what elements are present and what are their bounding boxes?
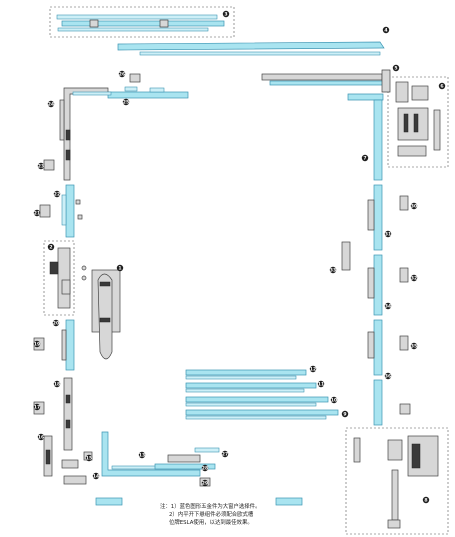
svg-text:2: 2 [49, 245, 52, 251]
callout-badges: 3 4 5 6 7 26 25 24 23 22 21 2 1 20 19 18… [34, 10, 446, 504]
svg-text:9: 9 [343, 412, 346, 418]
callout-6: 6 [438, 82, 446, 90]
svg-text:22: 22 [54, 192, 60, 198]
svg-text:20: 20 [53, 321, 59, 327]
footnote: 注：1）蓝色图形五金件为大窗户选择件。 2）内平开下悬组件必须配合欧式槽 位牌E… [160, 503, 260, 527]
svg-text:25: 25 [123, 100, 129, 106]
callout-14: 14 [93, 472, 99, 480]
part-center-bars [185, 369, 339, 420]
callout-10: 10 [331, 396, 337, 404]
callout-24: 24 [48, 100, 54, 108]
callout-35: 35 [411, 342, 417, 350]
svg-text:33: 33 [330, 268, 336, 274]
svg-text:30: 30 [411, 204, 417, 210]
callout-9: 9 [341, 410, 349, 418]
callout-21: 21 [34, 209, 40, 217]
svg-text:15: 15 [86, 456, 92, 462]
callout-15: 15 [86, 454, 92, 462]
callout-8: 8 [422, 496, 430, 504]
callout-16: 16 [38, 433, 44, 441]
footnote-line-2: 2）内平开下悬组件必须配合欧式槽 [169, 512, 254, 518]
part-stay-bar [261, 69, 391, 101]
svg-text:27: 27 [222, 452, 228, 458]
callout-13: 13 [139, 451, 145, 459]
callout-1: 1 [116, 264, 124, 272]
part-window-handle [81, 265, 121, 360]
svg-text:4: 4 [384, 28, 387, 34]
part-bottom-small [95, 447, 303, 506]
callout-11: 11 [318, 380, 324, 388]
callout-36: 36 [385, 372, 391, 380]
svg-text:24: 24 [48, 102, 54, 108]
svg-text:5: 5 [394, 66, 397, 72]
callout-27: 27 [222, 450, 228, 458]
callout-19: 19 [34, 340, 40, 348]
callout-3: 3 [222, 10, 230, 18]
svg-text:32: 32 [411, 276, 417, 282]
callout-5: 5 [392, 64, 400, 72]
svg-text:18: 18 [54, 382, 60, 388]
footnote-line-3: 位牌ESLA使用，以达到最佳效果。 [169, 520, 253, 526]
svg-text:8: 8 [424, 498, 427, 504]
svg-text:28: 28 [202, 466, 208, 472]
svg-text:14: 14 [93, 474, 99, 480]
part-tilt-assembly [353, 435, 439, 529]
part-right-column [341, 99, 411, 426]
part-left-column [39, 159, 83, 238]
svg-text:10: 10 [331, 398, 337, 404]
callout-28: 28 [202, 464, 208, 472]
svg-text:19: 19 [34, 342, 40, 348]
callout-23: 23 [38, 162, 44, 170]
callout-22: 22 [54, 190, 60, 198]
svg-text:7: 7 [363, 156, 366, 162]
callout-34: 34 [385, 302, 391, 310]
svg-text:34: 34 [385, 304, 391, 310]
callout-2: 2 [47, 243, 55, 251]
group-box-right [387, 76, 449, 168]
svg-text:12: 12 [310, 367, 316, 373]
callout-33: 33 [330, 266, 336, 274]
callout-12: 12 [310, 365, 316, 373]
svg-text:17: 17 [34, 405, 40, 411]
callout-20: 20 [53, 319, 59, 327]
callout-25: 25 [123, 98, 129, 106]
callout-31: 31 [385, 230, 391, 238]
part-long-top-bar [117, 41, 385, 56]
callout-17: 17 [34, 403, 40, 411]
footnote-line-1: 注：1）蓝色图形五金件为大窗户选择件。 [160, 504, 261, 510]
svg-text:23: 23 [38, 164, 44, 170]
svg-text:6: 6 [440, 84, 443, 90]
svg-text:11: 11 [318, 382, 324, 388]
svg-text:16: 16 [38, 435, 44, 441]
svg-text:1: 1 [118, 266, 121, 272]
svg-text:35: 35 [411, 344, 417, 350]
callout-30: 30 [411, 202, 417, 210]
svg-text:13: 13 [139, 453, 145, 459]
svg-text:31: 31 [385, 232, 391, 238]
group-box-top [49, 6, 235, 38]
svg-text:3: 3 [224, 12, 227, 18]
part-left-corner [59, 87, 112, 181]
callout-26: 26 [119, 70, 125, 78]
svg-text:26: 26 [119, 72, 125, 78]
svg-text:21: 21 [34, 211, 40, 217]
svg-text:29: 29 [202, 481, 208, 487]
callout-32: 32 [411, 274, 417, 282]
callout-29: 29 [202, 479, 208, 487]
svg-text:36: 36 [385, 374, 391, 380]
callout-18: 18 [54, 380, 60, 388]
callout-4: 4 [382, 26, 390, 34]
part-left-column-lower [33, 319, 87, 485]
part-top-rails [56, 14, 225, 32]
part-hinge-set [395, 81, 441, 157]
callout-7: 7 [361, 154, 369, 162]
part-gear-unit [49, 247, 71, 309]
